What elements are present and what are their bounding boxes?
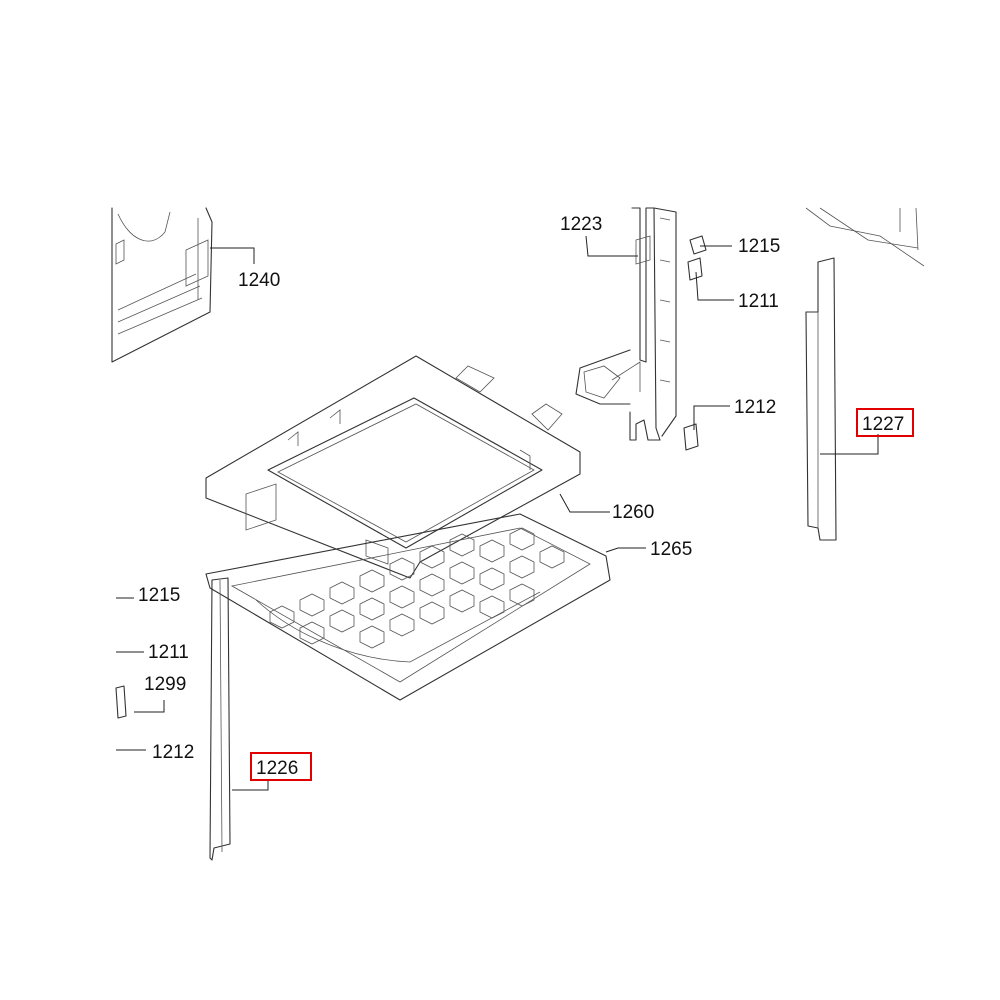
label-1215-left: 1215 bbox=[138, 585, 180, 606]
part-1227-right-rail bbox=[805, 207, 925, 541]
label-1212-top: 1212 bbox=[734, 397, 776, 418]
label-1215-top: 1215 bbox=[738, 236, 780, 257]
label-1212-left: 1212 bbox=[152, 742, 194, 763]
part-1223-vertical-rail bbox=[575, 207, 677, 441]
part-1215-clip-top bbox=[689, 235, 707, 255]
part-1211-clip-top bbox=[687, 257, 703, 281]
part-1299-insert bbox=[115, 685, 127, 719]
highlight-box-1227 bbox=[856, 408, 914, 437]
label-1227: 1227 bbox=[862, 414, 904, 435]
label-1223: 1223 bbox=[560, 214, 602, 235]
part-1212-clip-top bbox=[683, 423, 699, 451]
part-1260-frame bbox=[205, 355, 581, 579]
label-1226: 1226 bbox=[256, 758, 298, 779]
label-1299: 1299 bbox=[144, 674, 186, 695]
label-1265: 1265 bbox=[650, 539, 692, 560]
part-labels: 1240 1223 1215 1211 1212 1227 1260 1265 … bbox=[138, 214, 914, 781]
part-1240-side-panel bbox=[111, 207, 213, 363]
highlight-box-1226 bbox=[250, 752, 312, 781]
label-1260: 1260 bbox=[612, 502, 654, 523]
leader-lines bbox=[116, 235, 879, 791]
part-1265-base-plate bbox=[205, 513, 611, 701]
label-1211-top: 1211 bbox=[738, 291, 779, 312]
label-1211-left: 1211 bbox=[148, 642, 189, 663]
label-1240: 1240 bbox=[238, 270, 280, 291]
part-1226-left-rail bbox=[209, 577, 231, 861]
